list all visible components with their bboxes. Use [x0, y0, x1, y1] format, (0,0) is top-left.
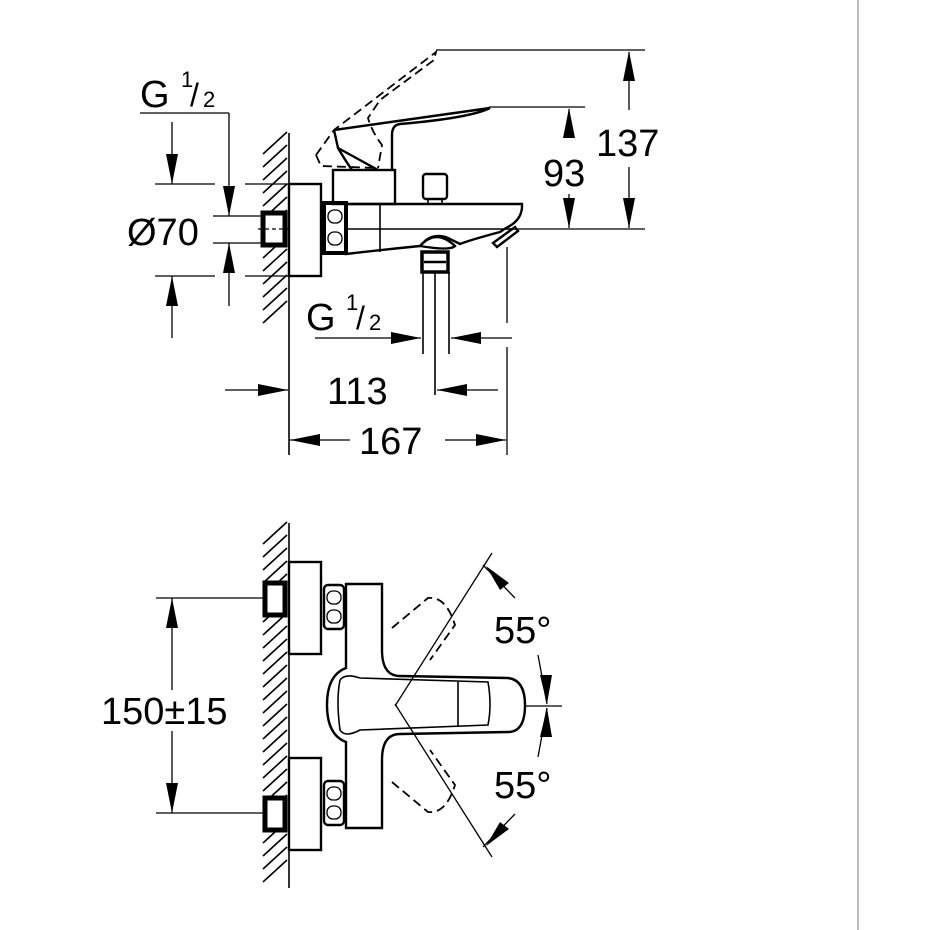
lever-rotated-down	[391, 749, 456, 813]
lower-escutcheon	[287, 756, 323, 852]
wall-hatch-line	[262, 703, 288, 727]
lever-handle	[332, 106, 491, 172]
spacing-label: 150±15	[101, 691, 228, 733]
wall-hatch-line	[262, 690, 288, 714]
upper-nut	[322, 583, 346, 631]
diverter-knob	[421, 172, 449, 201]
wall-hatch-line	[262, 859, 288, 883]
wall-escutcheon	[287, 182, 323, 278]
wall-hatch-line	[262, 521, 288, 545]
wall-hatch-line	[262, 274, 288, 298]
wall-hatch-line	[262, 547, 288, 571]
thread-bottom-den: 2	[369, 310, 381, 335]
page-edge-divider	[857, 0, 859, 930]
top-view: 150±15 55° 55°	[101, 521, 562, 888]
wall-hatch-line	[262, 625, 288, 649]
thread-top-slash: /	[190, 77, 199, 113]
wall-hatch-line	[262, 144, 288, 168]
height-spout-label: 93	[543, 153, 585, 195]
thread-top-num: 1	[181, 67, 193, 92]
wall-hatch-line	[262, 157, 288, 181]
angle-upper-label: 55°	[494, 610, 551, 652]
depth-outlet-label: 113	[327, 371, 388, 413]
wall-hatch-line	[262, 248, 288, 272]
wall-hatch-line	[262, 287, 288, 311]
lever-raised-outline	[315, 49, 438, 169]
wall-hatch-line	[262, 729, 288, 753]
angle-lower-label: 55°	[494, 765, 551, 807]
wall-hatch-line	[262, 560, 288, 584]
bath-outlet-cap	[419, 235, 457, 250]
wall-hatch-line	[262, 755, 288, 779]
upper-inlet-connector	[262, 580, 288, 618]
thread-bottom-label: G	[306, 297, 336, 339]
side-view: G 1 / 2 Ø70 G 1 / 2 93 137 113 167	[127, 49, 659, 463]
wall-hatch-line	[262, 651, 288, 675]
wall-hatch-line	[262, 716, 288, 740]
lever-rotated-up	[391, 597, 456, 661]
depth-total-label: 167	[359, 421, 422, 463]
wall-hatch-line	[262, 183, 288, 207]
wall-hatch-line	[262, 677, 288, 701]
mixer-body-top	[325, 582, 527, 830]
wall-hatch-line	[262, 261, 288, 285]
thread-bottom-slash: /	[356, 300, 365, 336]
cartridge-housing	[331, 168, 397, 206]
wall-hatch-line	[262, 846, 288, 870]
aerator	[491, 225, 520, 249]
thread-bottom-num: 1	[346, 290, 358, 315]
wall-hatch-line	[262, 131, 288, 155]
wall-hatch-line	[262, 170, 288, 194]
wall-hatch-line	[262, 638, 288, 662]
wall-hatch-line	[262, 664, 288, 688]
wall-hatch-line	[262, 534, 288, 558]
wall-hatch-top	[262, 131, 290, 455]
thread-top-label: G	[140, 74, 170, 116]
mixer-body	[344, 202, 524, 256]
height-lever-label: 137	[596, 123, 659, 165]
upper-escutcheon	[287, 560, 323, 656]
wall-hatch-line	[262, 742, 288, 766]
thread-top-den: 2	[203, 87, 215, 112]
wall-hatch-line	[262, 300, 288, 324]
lower-nut	[322, 779, 346, 827]
lower-inlet-connector	[262, 795, 288, 833]
wall-hatch-line	[262, 833, 288, 857]
diameter-label: Ø70	[127, 212, 199, 254]
wall-hatch-line	[262, 768, 288, 792]
